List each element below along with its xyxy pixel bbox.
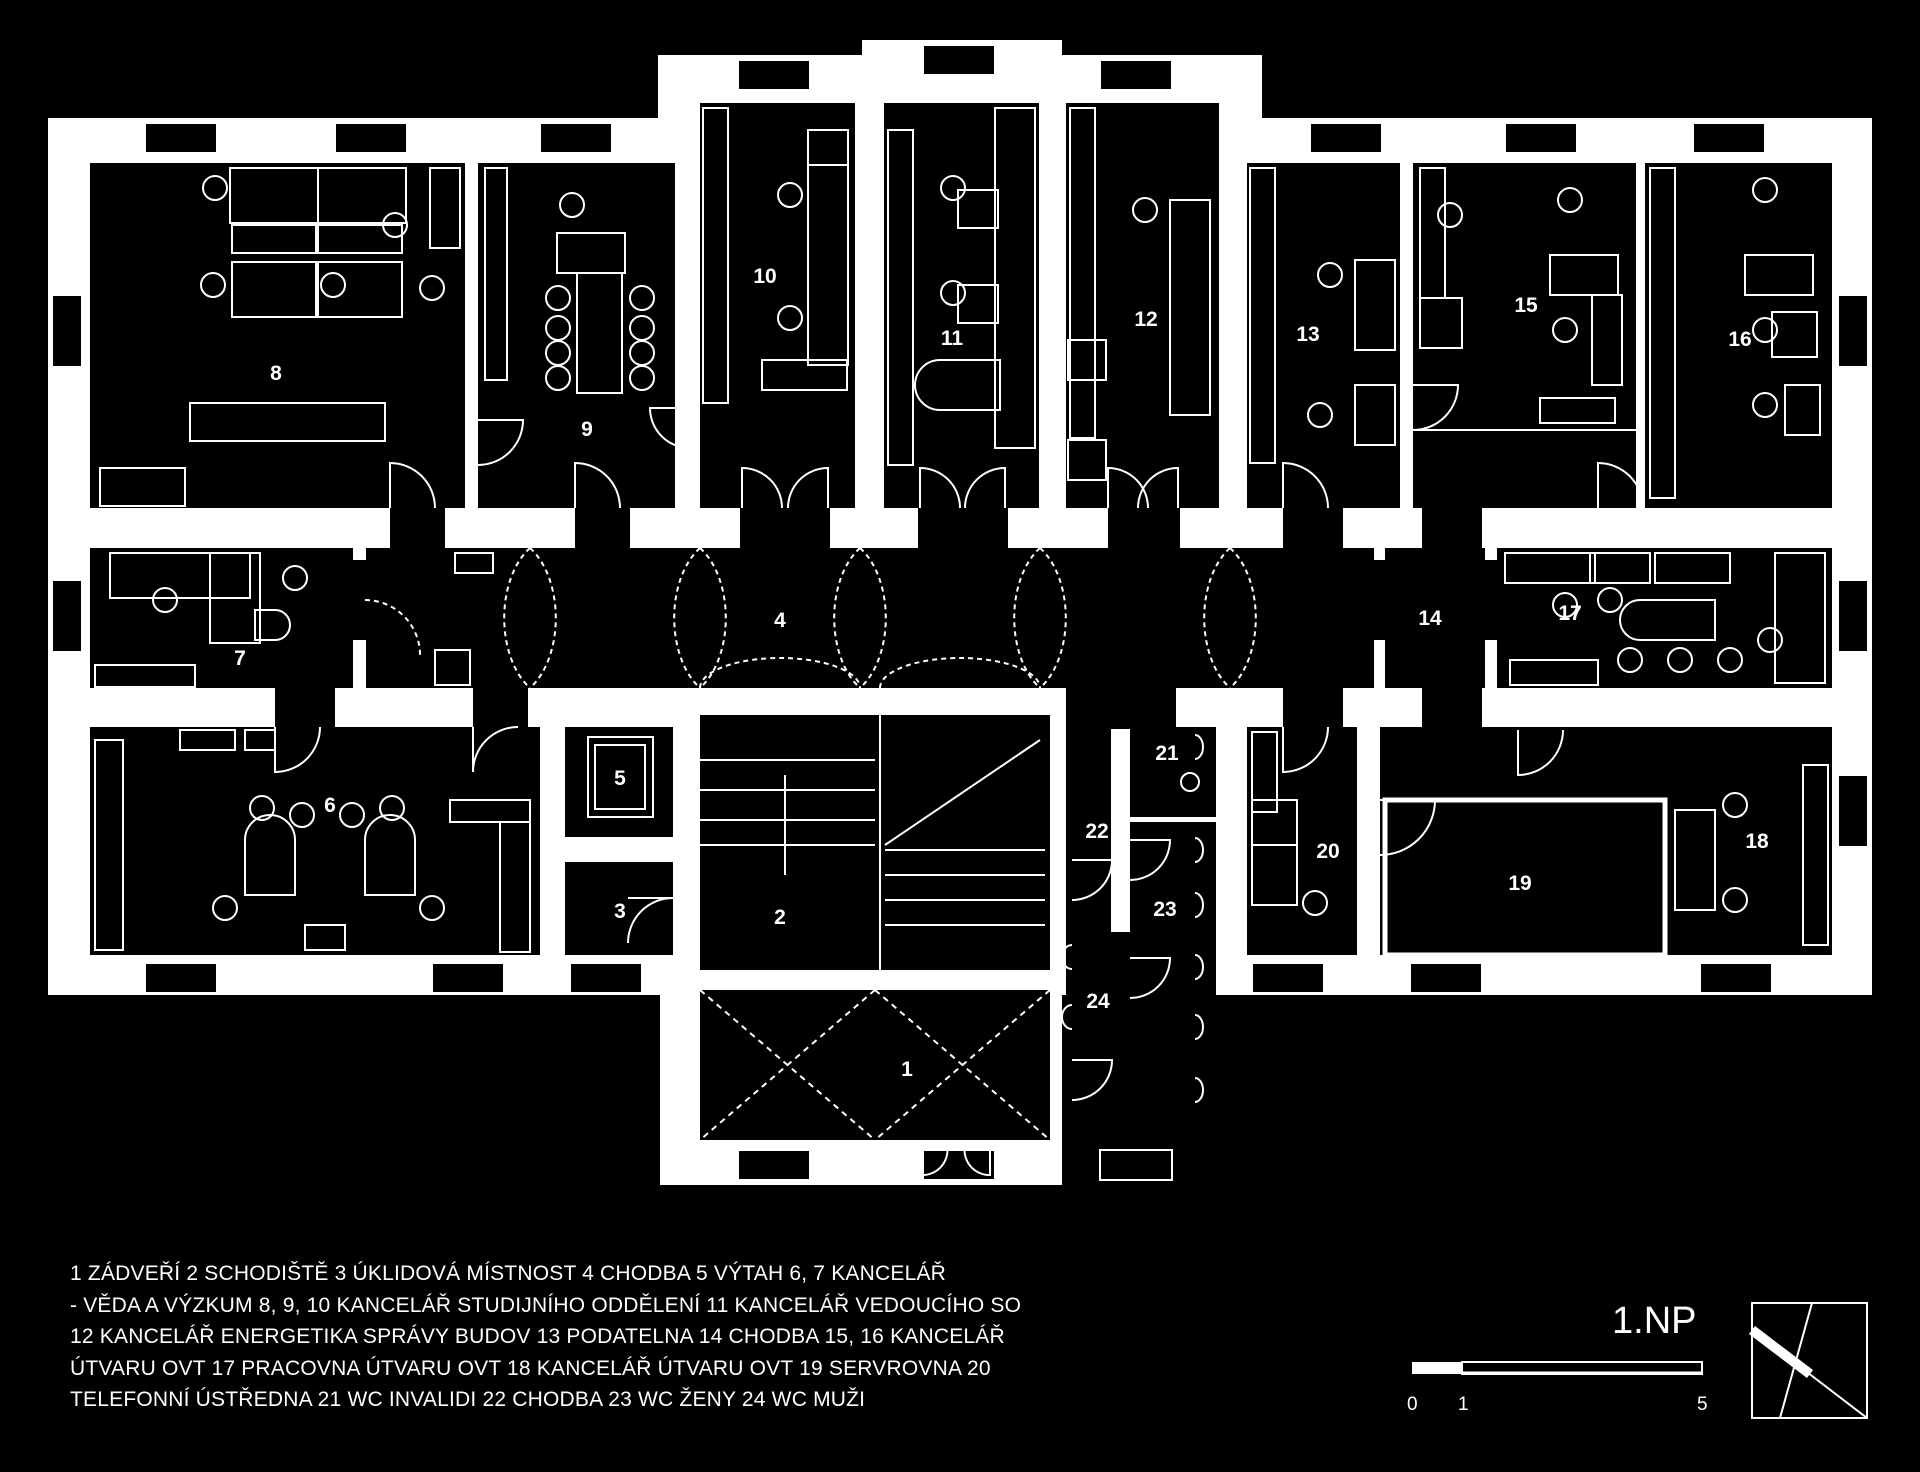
room-number: 21 (1155, 742, 1179, 765)
room-number: 6 (324, 794, 336, 817)
room-number: 22 (1085, 820, 1108, 843)
room-number: 1 (901, 1058, 913, 1081)
room-number: 14 (1418, 607, 1442, 630)
legend-line: 12 KANCELÁŘ ENERGETIKA SPRÁVY BUDOV 13 P… (70, 1325, 1005, 1348)
room-number: 3 (614, 900, 626, 923)
scale-tick-label: 5 (1697, 1394, 1708, 1415)
room-number: 4 (774, 609, 786, 632)
room-legend: 1 ZÁDVEŘÍ 2 SCHODIŠTĚ 3 ÚKLIDOVÁ MÍSTNOS… (70, 1258, 1220, 1416)
room-number: 15 (1514, 294, 1538, 317)
doors (274, 384, 1644, 1177)
room-interiors (90, 103, 1832, 1142)
floor-label: 1.NP (1612, 1300, 1697, 1342)
room-number: 18 (1745, 830, 1769, 853)
north-arrow-icon (1748, 1302, 1868, 1419)
furniture (94, 107, 1829, 1141)
room-number: 20 (1316, 840, 1339, 863)
room-number: 16 (1728, 328, 1751, 351)
room-number: 5 (614, 767, 626, 790)
room-number: 13 (1296, 323, 1319, 346)
room-labels: 1 2 3 4 5 6 7 8 9 10 11 12 13 14 15 16 1… (234, 265, 1769, 1081)
room-number: 8 (270, 362, 282, 385)
room-number: 12 (1134, 308, 1157, 331)
scale-tick-label: 1 (1458, 1394, 1469, 1415)
scale-bar (1412, 1361, 1703, 1375)
legend-line: TELEFONNÍ ÚSTŘEDNA 21 WC INVALIDI 22 CHO… (70, 1388, 866, 1411)
room-number: 9 (581, 418, 593, 441)
room-number: 11 (941, 327, 964, 350)
legend-line: 1 ZÁDVEŘÍ 2 SCHODIŠTĚ 3 ÚKLIDOVÁ MÍSTNOS… (70, 1262, 947, 1285)
windows (51, 44, 1869, 1181)
room-number: 7 (234, 647, 246, 670)
legend-line: ÚTVARU OVT 17 PRACOVNA ÚTVARU OVT 18 KAN… (70, 1356, 991, 1380)
legend-line: - VĚDA A VÝZKUM 8, 9, 10 KANCELÁŘ STUDIJ… (70, 1293, 1022, 1317)
room-number: 23 (1153, 898, 1176, 921)
door-openings (275, 508, 1499, 729)
scale-tick-label: 0 (1407, 1394, 1418, 1415)
room-number: 19 (1508, 872, 1531, 895)
door-swings (364, 547, 1257, 689)
room-number: 17 (1558, 602, 1581, 625)
room-number: 2 (774, 906, 786, 929)
room-number: 24 (1086, 990, 1110, 1013)
room-number: 10 (753, 265, 776, 288)
